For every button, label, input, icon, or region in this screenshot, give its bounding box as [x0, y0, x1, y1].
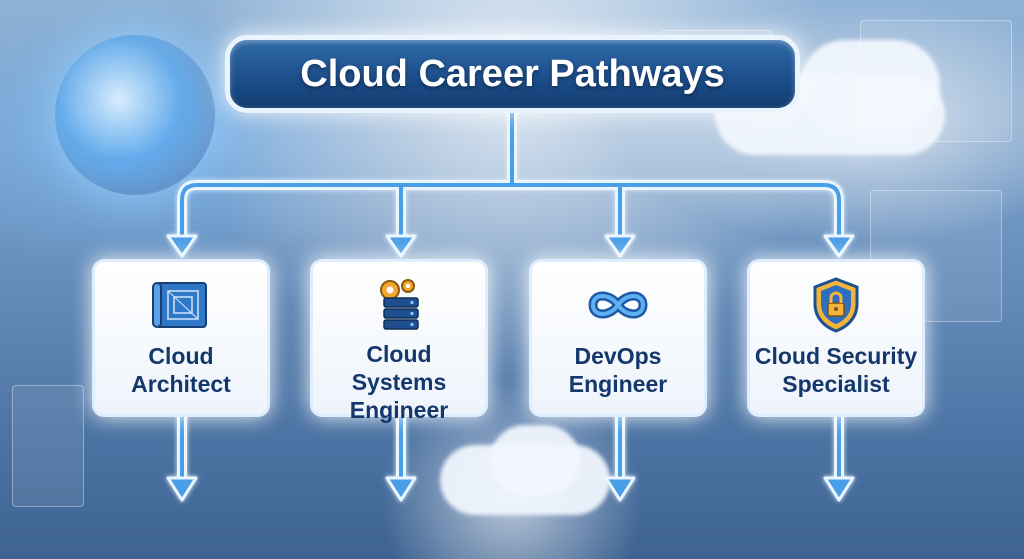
role-title-line: Cloud Security — [754, 343, 918, 369]
role-card-devops-engineer: DevOps Engineer — [529, 259, 707, 417]
dashboard-panel-decoration — [12, 385, 84, 507]
shield-lock-icon — [810, 276, 862, 334]
cloud-decoration — [490, 425, 580, 495]
arrow-head — [166, 234, 198, 258]
diagram-title: Cloud Career Pathways — [300, 52, 725, 95]
arrow-head — [823, 476, 855, 502]
infinity-loop-icon — [583, 276, 653, 334]
arrow-head — [385, 476, 417, 502]
role-card-cloud-systems-engineer: Cloud Systems Engineer — [310, 259, 488, 423]
role-card-cloud-architect: Cloud Architect — [92, 259, 270, 417]
arrow-head — [604, 476, 636, 502]
cloud-decoration — [800, 40, 940, 130]
role-title-line: Specialist — [782, 371, 890, 397]
arrow-head — [166, 476, 198, 502]
globe-decoration — [55, 35, 215, 195]
role-title-line: Cloud Systems — [351, 341, 447, 395]
role-title-line: DevOps — [574, 343, 662, 369]
blueprint-icon — [150, 276, 212, 334]
role-title-line: Cloud — [148, 343, 214, 369]
branch-line — [177, 180, 844, 243]
server-gears-icon — [368, 276, 430, 332]
arrow-head — [604, 234, 636, 258]
title-banner: Cloud Career Pathways — [225, 35, 800, 113]
arrow-head — [385, 234, 417, 258]
role-card-cloud-security-specialist: Cloud Security Specialist — [747, 259, 925, 417]
role-title-line: Engineer — [349, 397, 449, 423]
role-title-line: Architect — [131, 371, 231, 397]
dashboard-panel-decoration — [860, 20, 1012, 142]
arrow-head — [823, 234, 855, 258]
role-title-line: Engineer — [568, 371, 668, 397]
